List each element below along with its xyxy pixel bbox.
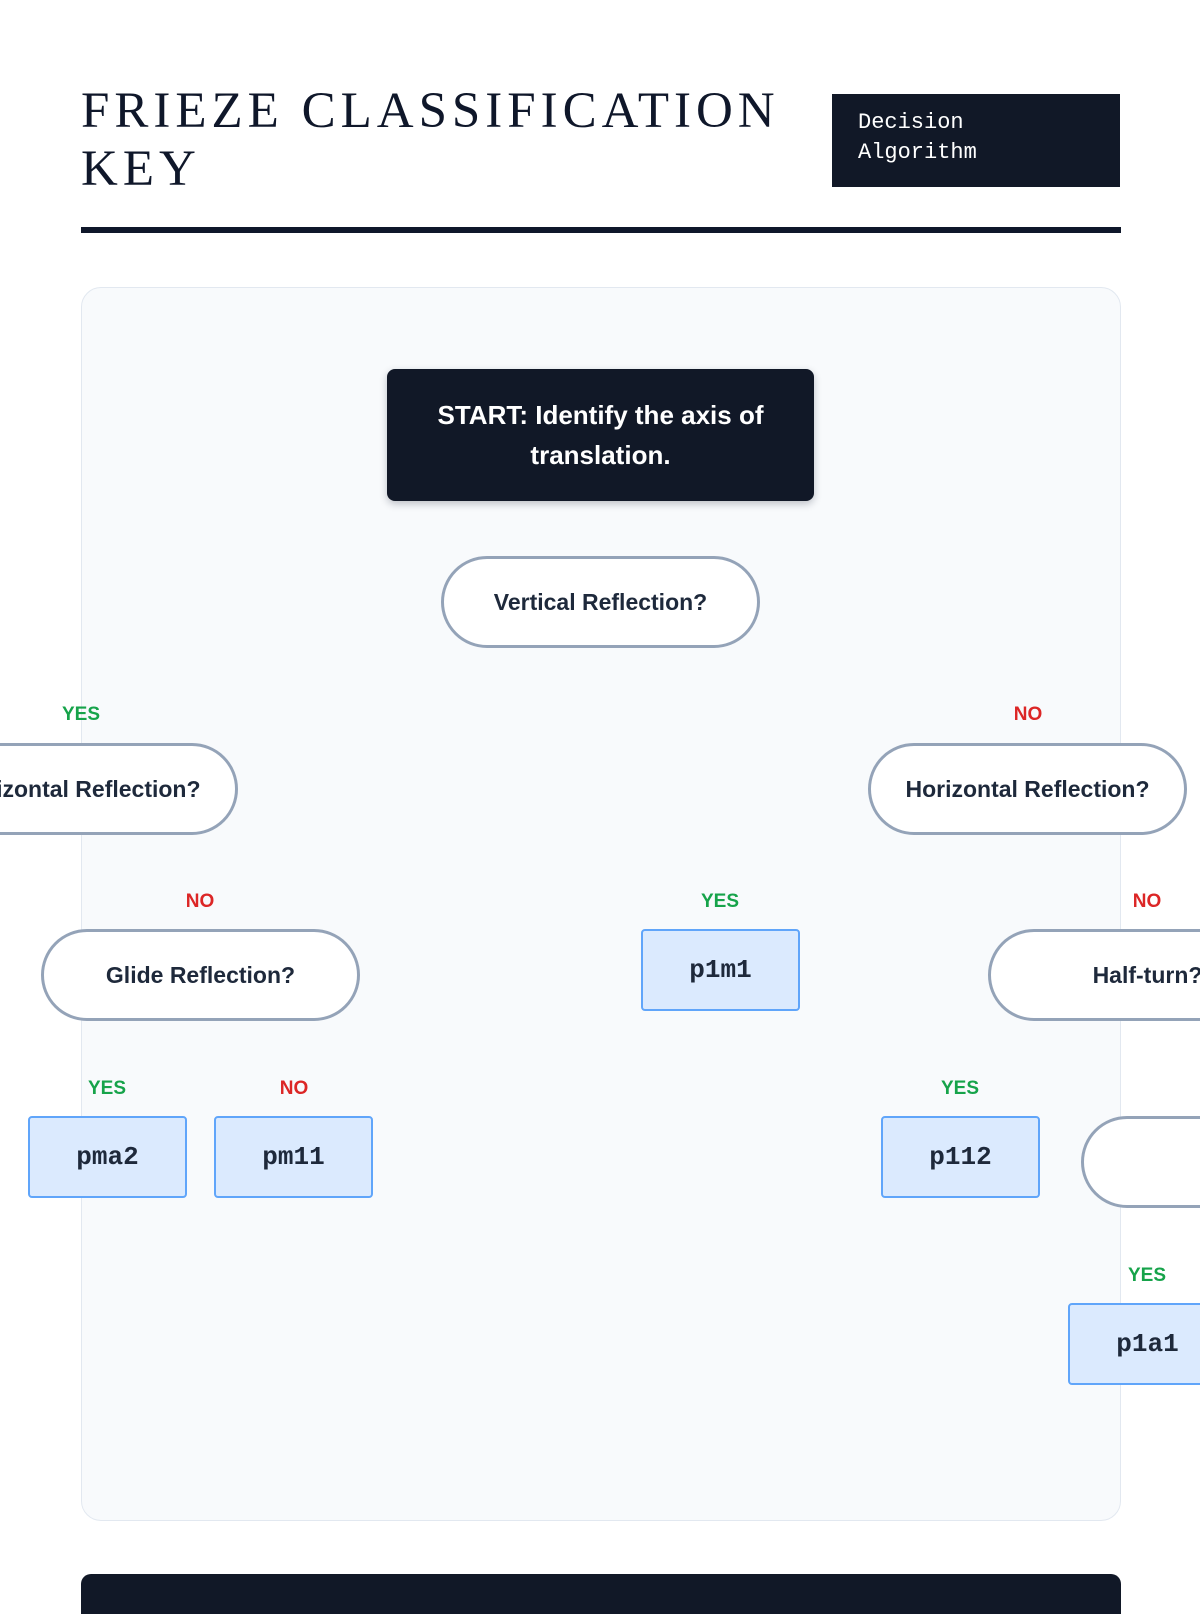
half-turn-no-branch-node xyxy=(1081,1116,1200,1208)
leaf-p1a1: p1a1 xyxy=(1068,1303,1200,1385)
branch-label-no: NO xyxy=(1132,891,1162,912)
branch-label-yes: YES xyxy=(61,704,101,725)
algorithm-badge: Decision Algorithm xyxy=(832,94,1120,187)
half-turn-node: Half-turn? xyxy=(988,929,1200,1021)
branch-label-yes: YES xyxy=(700,891,740,912)
page-title: FRIEZE CLASSIFICATION KEY xyxy=(81,83,780,197)
horizontal-reflection-node-left: Horizontal Reflection? xyxy=(0,743,238,835)
start-node: START: Identify the axis of translation. xyxy=(387,369,814,501)
branch-label-no: NO xyxy=(279,1078,309,1099)
glide-reflection-node: Glide Reflection? xyxy=(41,929,360,1021)
footer-bar xyxy=(81,1574,1121,1614)
branch-label-no: NO xyxy=(1013,704,1043,725)
branch-label-yes: YES xyxy=(87,1078,127,1099)
vertical-reflection-node: Vertical Reflection? xyxy=(441,556,760,648)
leaf-pm11: pm11 xyxy=(214,1116,373,1198)
title-divider xyxy=(81,227,1121,233)
branch-label-no: NO xyxy=(185,891,215,912)
branch-label-yes: YES xyxy=(940,1078,980,1099)
leaf-p112: p112 xyxy=(881,1116,1040,1198)
leaf-p1m1: p1m1 xyxy=(641,929,800,1011)
leaf-pma2: pma2 xyxy=(28,1116,187,1198)
branch-label-yes: YES xyxy=(1127,1265,1167,1286)
horizontal-reflection-node-right: Horizontal Reflection? xyxy=(868,743,1187,835)
